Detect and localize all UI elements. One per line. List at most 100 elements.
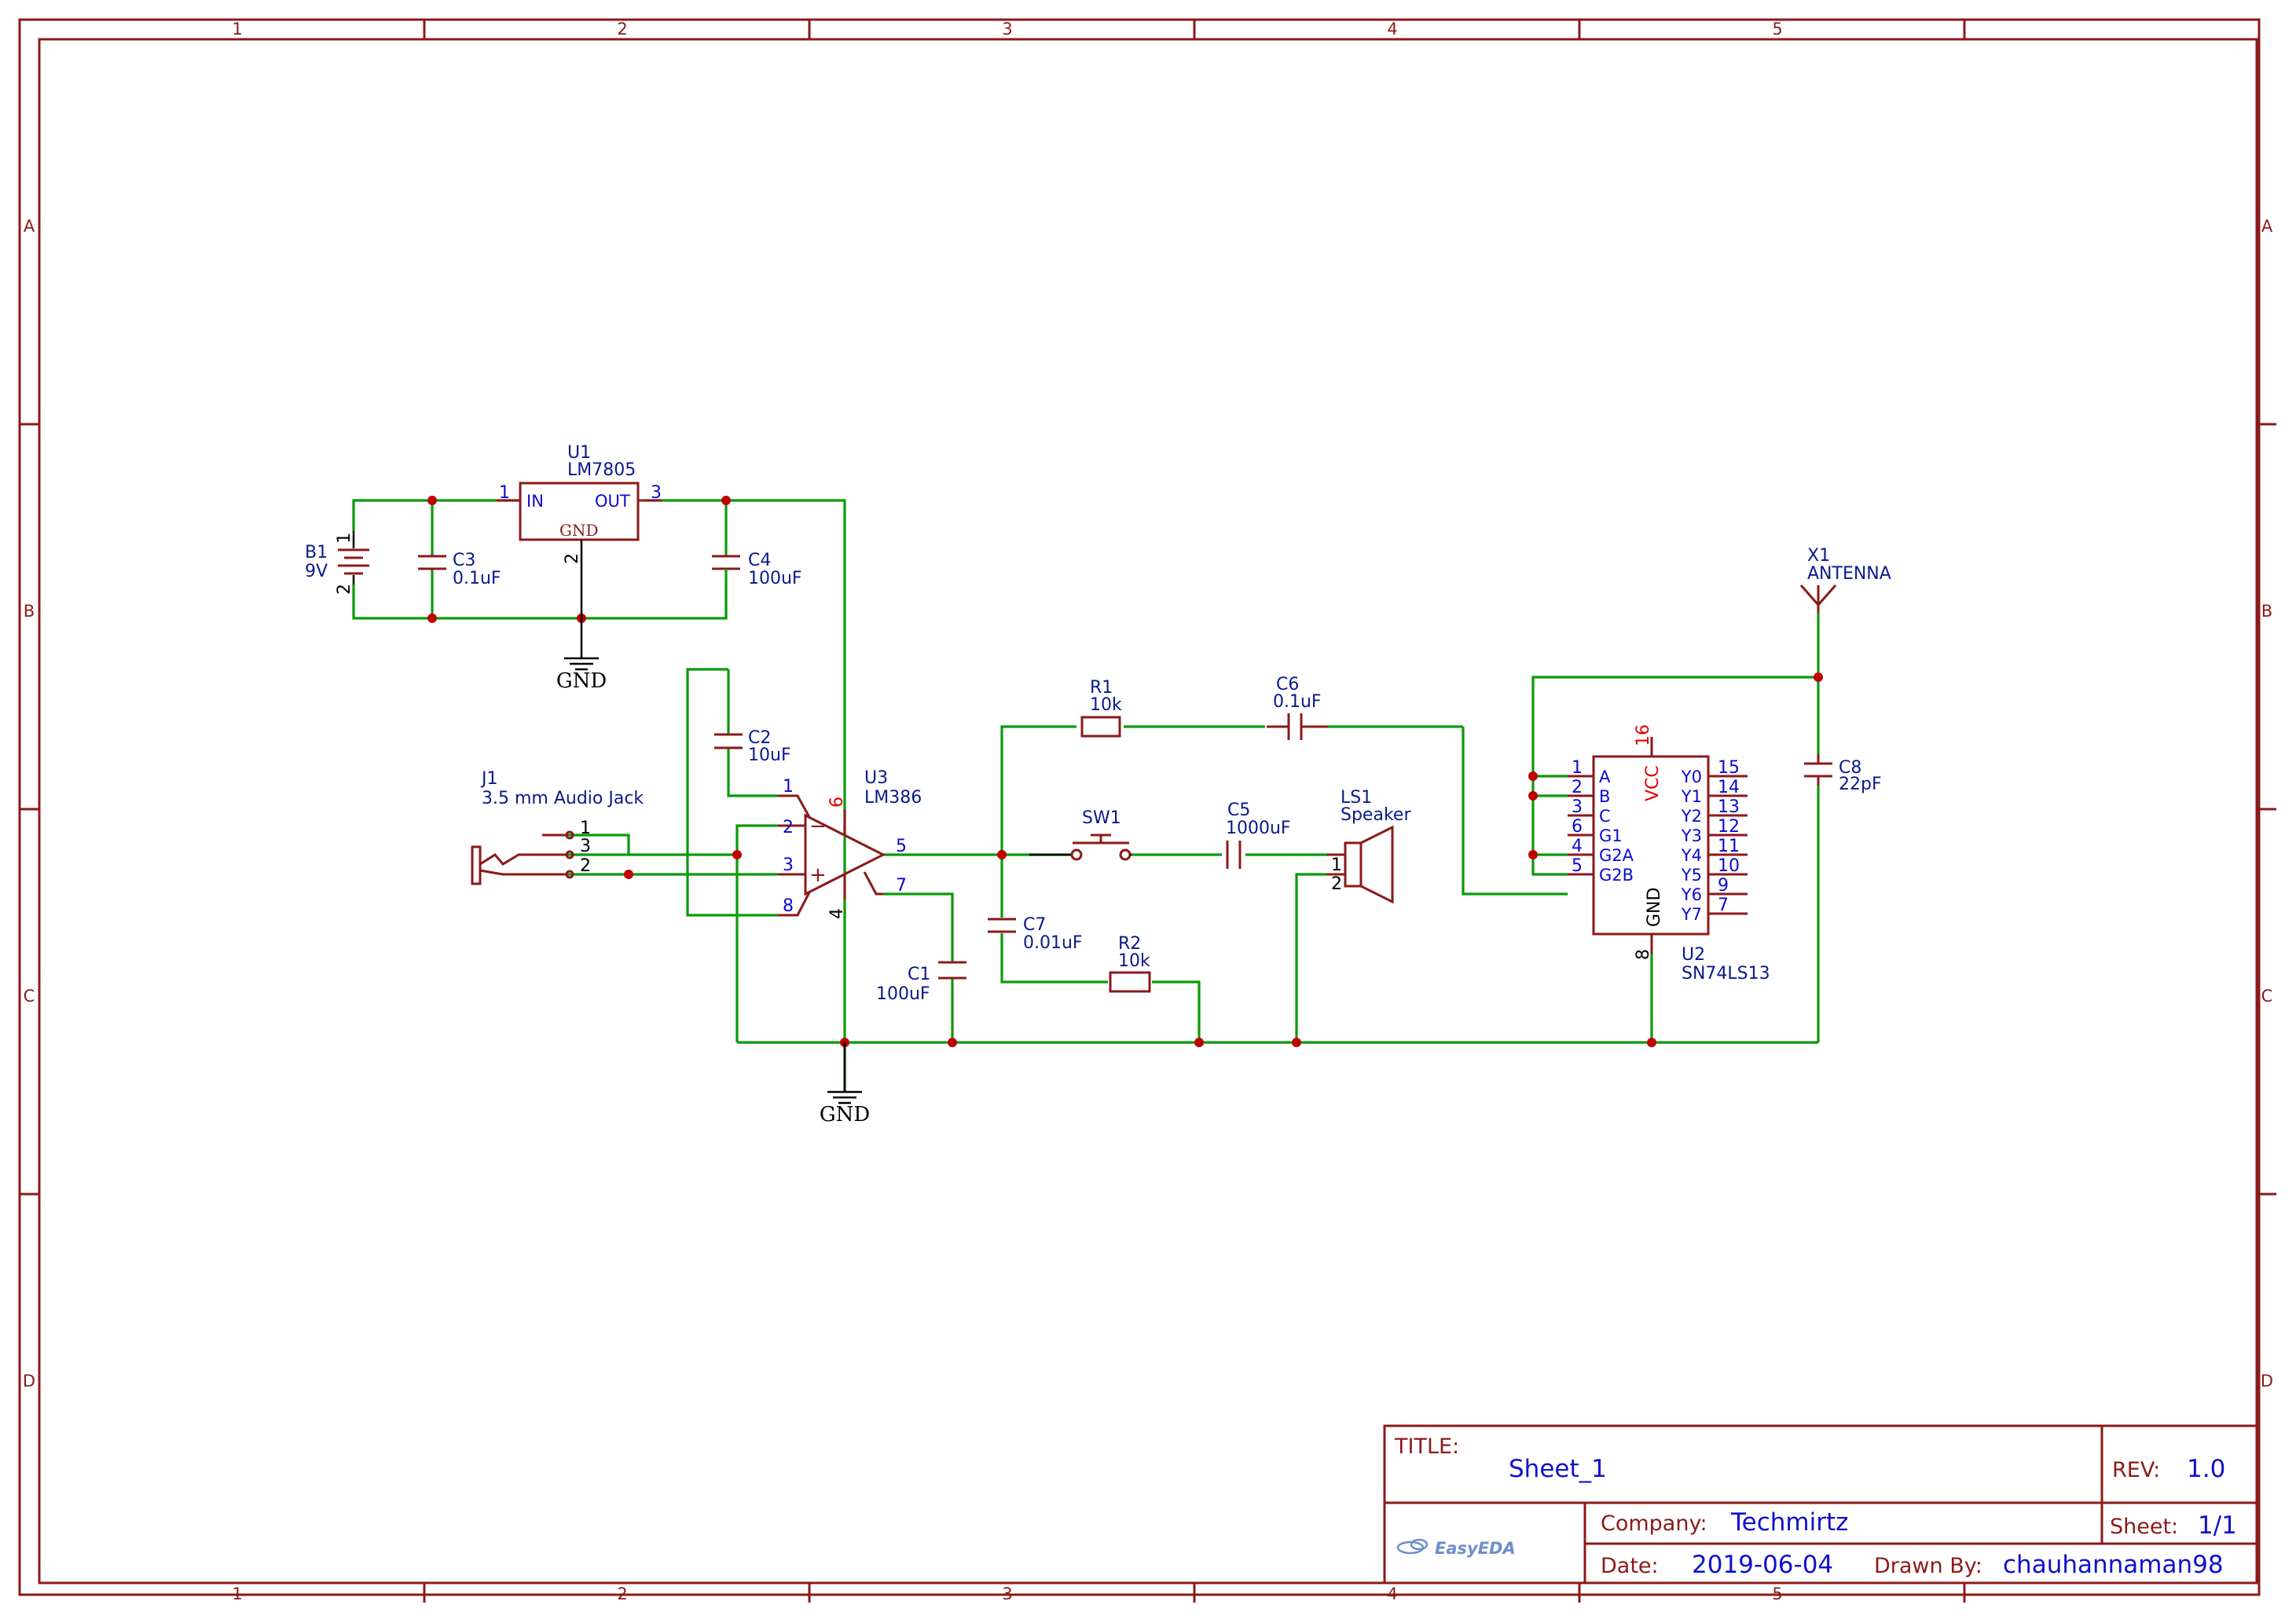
- c3-capacitor[interactable]: C3 0.1uF: [418, 551, 501, 588]
- junction-dot: [1528, 771, 1538, 781]
- c1-capacitor[interactable]: C1 100uF: [876, 961, 966, 1004]
- x1-value: ANTENNA: [1807, 564, 1891, 584]
- junction-dot: [1292, 1038, 1301, 1047]
- j1-value: 3.5 mm Audio Jack: [482, 789, 644, 808]
- u2-pin-number: 9: [1718, 876, 1729, 896]
- u2-pin-number: 5: [1572, 856, 1583, 876]
- j1-pin1: 1: [580, 819, 591, 838]
- junction-dot: [1194, 1038, 1204, 1047]
- sw1-pushbutton[interactable]: SW1: [1029, 808, 1131, 861]
- c6-capacitor[interactable]: C6 0.1uF: [1267, 675, 1328, 740]
- row-label-a: A: [24, 217, 35, 236]
- c7-capacitor[interactable]: C7 0.01uF: [988, 915, 1083, 953]
- c7-value: 0.01uF: [1023, 933, 1083, 953]
- u2-pin-number: 6: [1572, 817, 1583, 837]
- r2-resistor[interactable]: R2 10k: [1109, 934, 1151, 993]
- date-label: Date:: [1601, 1554, 1659, 1578]
- title-label: TITLE:: [1394, 1434, 1459, 1459]
- ls1-value: Speaker: [1341, 805, 1411, 825]
- c4-value: 100uF: [748, 569, 802, 588]
- b1-pin1: 1: [335, 533, 354, 544]
- x1-ref: X1: [1807, 546, 1830, 566]
- company-value: Techmirtz: [1730, 1508, 1848, 1537]
- b1-value: 9V: [305, 562, 328, 581]
- r1-resistor[interactable]: R1 10k: [1080, 678, 1122, 738]
- j1-ref: J1: [480, 769, 498, 789]
- junction-dot: [721, 496, 731, 505]
- wires: [352, 499, 1820, 1092]
- u2-pin-name: A: [1599, 768, 1611, 786]
- u2-pin-number: 13: [1718, 797, 1740, 817]
- u2-vcc-label: VCC: [1643, 765, 1663, 801]
- row-label-a-right: A: [2261, 217, 2273, 236]
- u1-pin1-number: 1: [499, 483, 510, 503]
- ls1-pin1: 1: [1331, 855, 1342, 875]
- u2-pin-number: 3: [1572, 797, 1583, 817]
- r2-value: 10k: [1118, 951, 1150, 971]
- company-label: Company:: [1601, 1511, 1707, 1536]
- column-label-3: 3: [1002, 20, 1012, 38]
- junction-dot: [997, 850, 1007, 859]
- u2-value: SN74LS13: [1682, 964, 1770, 984]
- u1-pin2-number: 2: [563, 553, 582, 564]
- u2-pin-number: 2: [1572, 778, 1583, 797]
- junction-dot: [427, 496, 437, 505]
- r2-ref: R2: [1118, 934, 1141, 954]
- gnd-label-top: GND: [556, 669, 607, 693]
- row-label-c: C: [24, 987, 35, 1006]
- u3-amplifier[interactable]: − + U3 LM386 1 2 3 8 5 7 6 4: [778, 768, 922, 919]
- row-label-d-right: D: [2261, 1372, 2273, 1390]
- easyeda-logo-text: EasyEDA: [1435, 1539, 1516, 1558]
- row-label-b-right: B: [2261, 602, 2272, 621]
- u3-pin8: 8: [783, 896, 794, 916]
- u2-pin-number: 11: [1718, 837, 1740, 856]
- u2-pin-name: Y2: [1681, 807, 1702, 826]
- outer-border: [18, 18, 2261, 1596]
- u3-value: LM386: [864, 788, 922, 808]
- j1-audio-jack[interactable]: J1 3.5 mm Audio Jack 1 3 2: [471, 769, 644, 885]
- u1-ref: U1: [567, 443, 591, 463]
- u3-plus: +: [809, 863, 827, 887]
- sheet-frame: 1 2 3 4 5 1 2 3 4 5 A B C D A B C D: [18, 18, 2276, 1603]
- u2-pin-name: G1: [1599, 826, 1623, 845]
- u2-pin-name: Y3: [1681, 826, 1702, 845]
- inner-border: [38, 38, 2258, 1585]
- c2-capacitor[interactable]: C2 10uF: [714, 728, 791, 765]
- u2-pin-number: 10: [1718, 856, 1740, 876]
- c8-ref: C8: [1839, 758, 1861, 778]
- ls1-speaker[interactable]: LS1 Speaker 1 2: [1326, 788, 1411, 904]
- column-label-3-bottom: 3: [1002, 1585, 1012, 1603]
- u1-regulator[interactable]: U1 LM7805 1 3 2 IN OUT GND: [497, 443, 662, 618]
- u1-gnd-label: GND: [559, 521, 599, 540]
- row-label-c-right: C: [2261, 987, 2273, 1006]
- u3-ref: U3: [864, 768, 888, 788]
- u3-pin6: 6: [827, 797, 847, 808]
- u1-out-label: OUT: [595, 492, 630, 511]
- title-block: TITLE: Sheet_1 REV: 1.0 Company: Techmir…: [1383, 1424, 2258, 1585]
- u3-pin2: 2: [783, 818, 794, 837]
- c4-capacitor[interactable]: C4 100uF: [712, 551, 802, 618]
- c8-capacitor[interactable]: C8 22pF: [1804, 754, 1882, 794]
- u2-pin-number: 4: [1572, 837, 1583, 856]
- c2-ref: C2: [748, 728, 771, 748]
- column-label-4: 4: [1387, 20, 1397, 38]
- b1-battery[interactable]: B1 9V 1 2: [305, 531, 369, 595]
- x1-antenna[interactable]: X1 ANTENNA: [1799, 546, 1891, 613]
- u2-gnd-pin: 8: [1634, 949, 1653, 960]
- u2-pin-name: B: [1599, 787, 1610, 806]
- c1-value: 100uF: [876, 984, 930, 1004]
- junction-dot: [1528, 791, 1538, 801]
- u1-pin3-number: 3: [651, 483, 662, 503]
- u2-pin-number: 14: [1718, 778, 1740, 797]
- sheet-value: 1/1: [2198, 1511, 2237, 1540]
- c4-ref: C4: [748, 551, 771, 570]
- u2-pin-number: 12: [1718, 817, 1740, 837]
- c5-capacitor[interactable]: C5 1000uF: [1226, 801, 1291, 869]
- rev-value: 1.0: [2187, 1455, 2225, 1483]
- u2-pin-name: Y4: [1681, 846, 1702, 865]
- c5-ref: C5: [1227, 801, 1250, 820]
- column-label-2: 2: [617, 20, 627, 38]
